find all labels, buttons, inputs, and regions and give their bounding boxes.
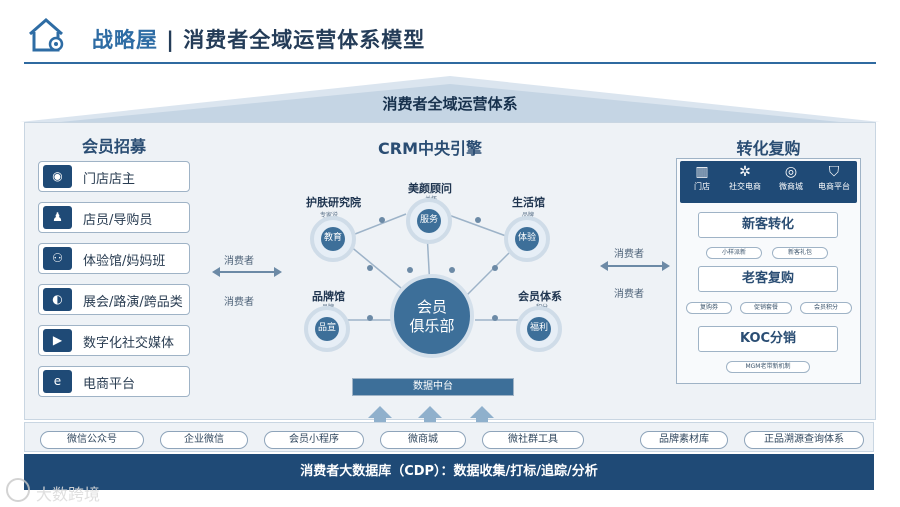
tag-mgm: MGM老带新机制 — [726, 361, 810, 373]
right-flow-label-top: 消费者 — [614, 249, 644, 260]
tag-new-gift: 新客礼包 — [772, 247, 828, 259]
store-icon: ▥ — [695, 164, 709, 180]
repurchase-box: 老客复购 — [698, 266, 838, 292]
group-icon: ⚇ — [43, 247, 72, 270]
node-sub-skincare: 专家说 — [320, 210, 338, 219]
right-double-arrow — [600, 261, 670, 271]
video-icon: ▶ — [43, 329, 72, 352]
bag-icon: ⛉ — [828, 164, 840, 180]
right-flow-label-bottom: 消费者 — [614, 289, 644, 300]
platform-micromall: 微商城 — [380, 431, 466, 449]
upward-arrows — [368, 406, 494, 424]
left-double-arrow — [212, 267, 282, 277]
left-item-experience: ⚇ 体验馆/妈妈班 — [38, 243, 190, 274]
right-section-title: 转化复购 — [736, 139, 801, 158]
left-item-clerk: ♟ 店员/导购员 — [38, 202, 190, 233]
left-item-ecommerce: e 电商平台 — [38, 366, 190, 397]
member-club-label: 会员 俱乐部 — [409, 298, 455, 335]
ecommerce-icon: e — [43, 370, 72, 393]
channel-ecommerce: ⛉ 电商平台 — [812, 163, 856, 193]
platform-community: 微社群工具 — [482, 431, 584, 449]
platform-traceability: 正品溯源查询体系 — [744, 431, 864, 449]
node-title-skincare: 护肤研究院 — [306, 196, 361, 209]
node-title-brand: 品牌馆 — [312, 290, 345, 303]
platform-wecom: 企业微信 — [160, 431, 248, 449]
left-flow-label-top: 消费者 — [224, 256, 254, 267]
node-title-lifestyle: 生活馆 — [512, 196, 545, 209]
logo-house-icon — [26, 16, 68, 54]
left-item-shopkeeper: ◉ 门店店主 — [38, 161, 190, 192]
node-sub-lifestyle: 品牌 — [522, 210, 534, 219]
tag-points: 会员积分 — [800, 302, 852, 314]
node-title-membership: 会员体系 — [518, 290, 562, 303]
new-customer-box: 新客转化 — [698, 212, 838, 238]
crm-title: CRM中央引擎 — [378, 139, 482, 158]
roof-shape — [20, 76, 880, 122]
cdp-label: 消费者大数据库（CDP）：数据收集/打标/追踪/分析 — [300, 464, 598, 479]
node-brand: 品宣 — [304, 306, 350, 352]
channel-bar — [680, 161, 857, 203]
tag-coupon: 复购券 — [686, 302, 732, 314]
node-lifestyle: 体验 — [504, 216, 550, 262]
node-skincare: 教育 — [310, 216, 356, 262]
platform-wechat-oa: 微信公众号 — [40, 431, 144, 449]
network-icon: ✲ — [739, 164, 751, 180]
mall-icon: ◎ — [784, 164, 798, 180]
roof-title: 消费者全域运营体系 — [382, 95, 518, 113]
header-divider — [24, 62, 876, 64]
shopkeeper-icon: ◉ — [43, 165, 72, 188]
data-platform-bar: 数据中台 — [352, 378, 514, 396]
channel-store: ▥ 门店 — [684, 163, 720, 193]
channel-social: ✲ 社交电商 — [722, 163, 768, 193]
planet-icon: ◐ — [43, 288, 72, 311]
tag-promo: 促销套餐 — [740, 302, 792, 314]
page-title: 战略屋 | 消费者全域运营体系模型 — [92, 28, 426, 52]
member-club-hub: 会员 俱乐部 — [390, 274, 474, 358]
watermark-logo-icon — [6, 478, 30, 502]
left-item-roadshow: ◐ 展会/路演/跨品类 — [38, 284, 190, 315]
koc-box: KOC分销 — [698, 326, 838, 352]
left-flow-label-bottom: 消费者 — [224, 297, 254, 308]
watermark-text: 大数跨境 — [36, 485, 101, 504]
left-section-title: 会员招募 — [81, 137, 146, 156]
clerk-icon: ♟ — [43, 206, 72, 229]
left-item-social-media: ▶ 数字化社交媒体 — [38, 325, 190, 356]
node-title-advisor: 美颜顾问 — [408, 182, 452, 195]
tag-sample: 小样派新 — [706, 247, 762, 259]
node-advisor: 服务 — [406, 198, 452, 244]
channel-mall: ◎ 微商城 — [772, 163, 810, 193]
platform-asset-library: 品牌素材库 — [640, 431, 728, 449]
cdp-bar: 消费者大数据库（CDP）：数据收集/打标/追踪/分析 — [24, 454, 874, 490]
node-membership: 福利 — [516, 306, 562, 352]
platform-miniprogram: 会员小程序 — [264, 431, 364, 449]
